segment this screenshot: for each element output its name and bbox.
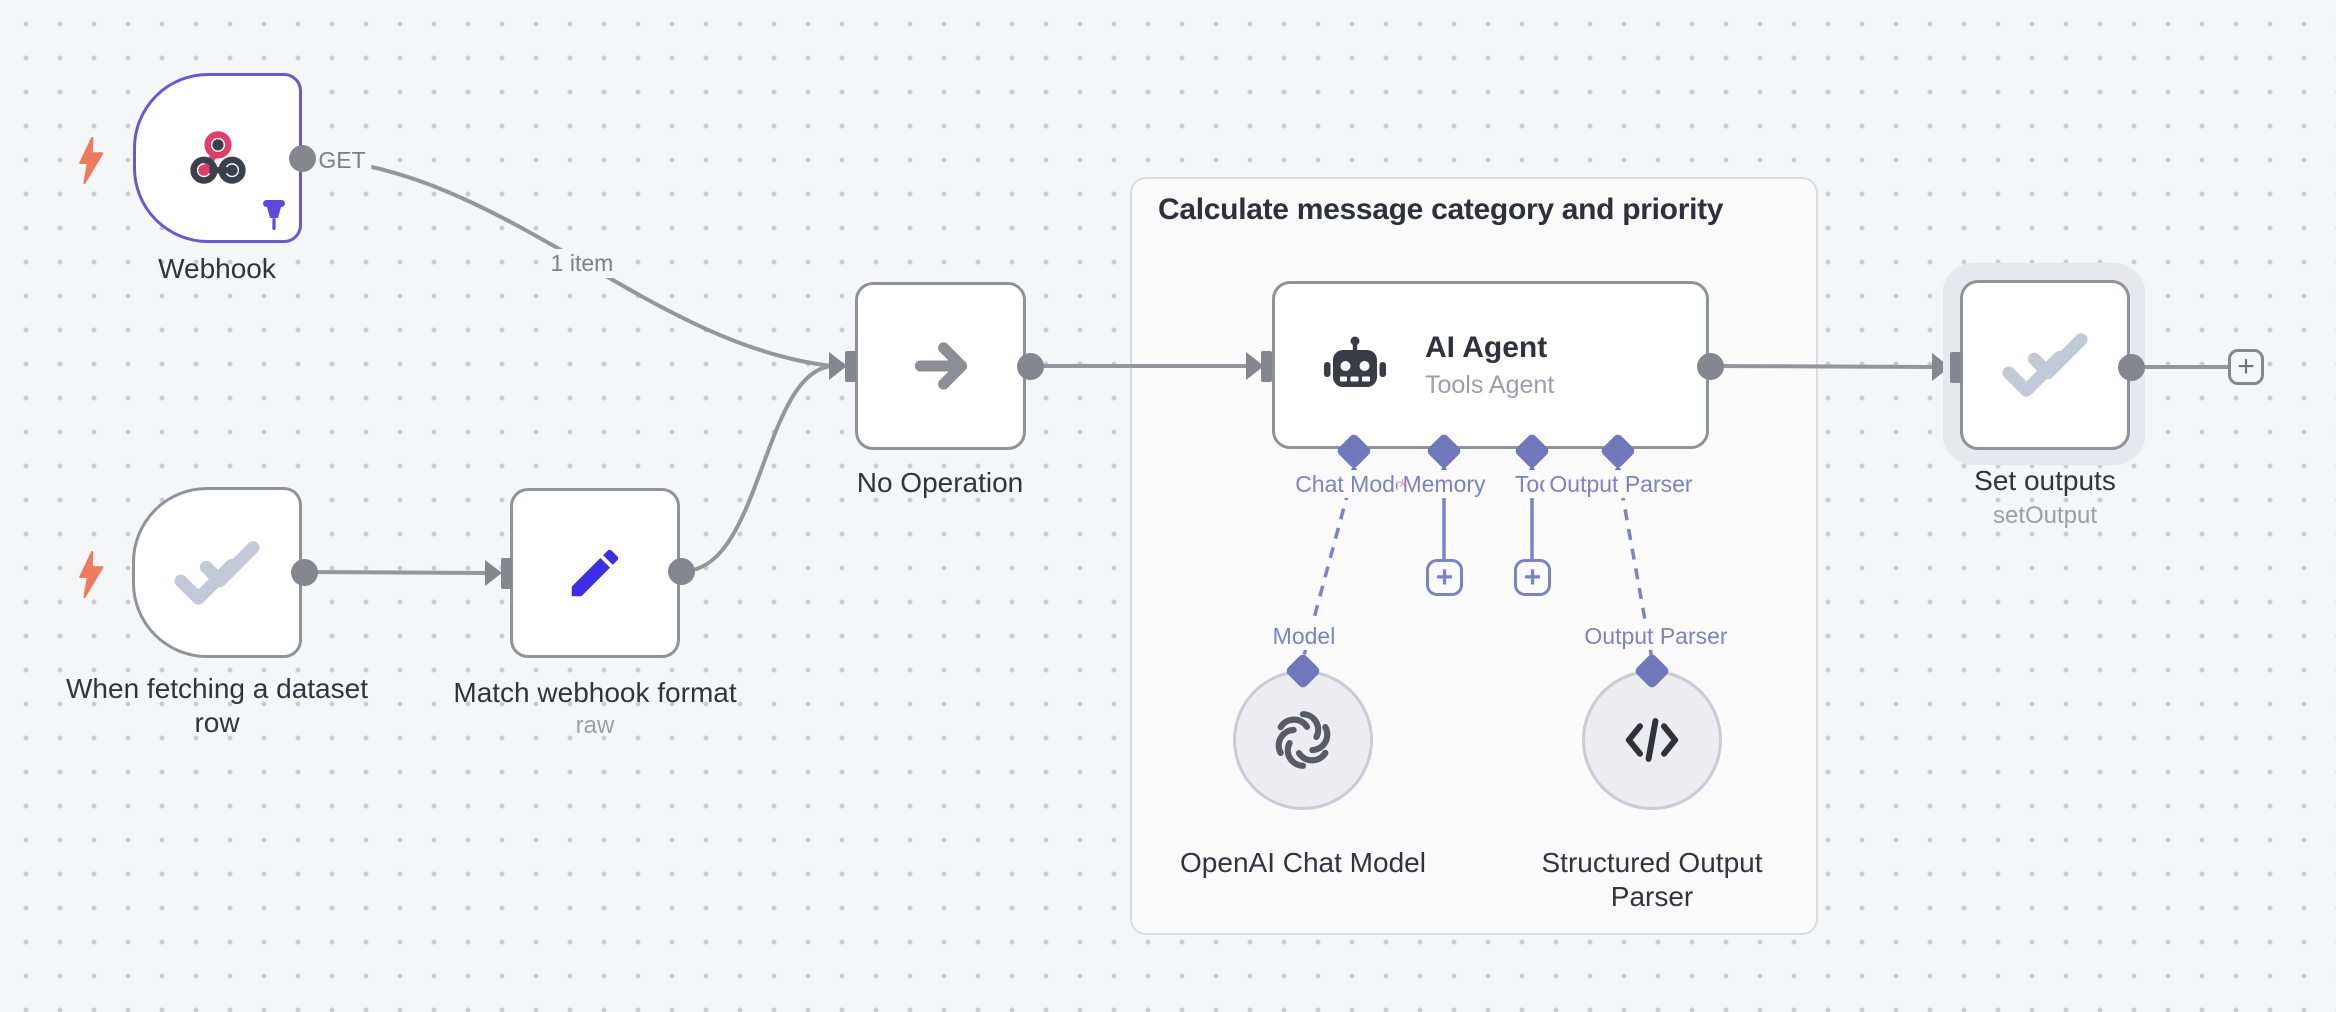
node-label-no-operation: No Operation bbox=[856, 467, 1024, 498]
arrowhead-match-input bbox=[485, 560, 502, 586]
required-marker: * bbox=[1398, 474, 1407, 500]
match-format-output-port[interactable] bbox=[668, 558, 695, 585]
webhook-method-label: GET bbox=[312, 146, 372, 175]
bolt-icon bbox=[79, 551, 104, 598]
code-icon bbox=[1625, 718, 1679, 762]
set-outputs-input-port[interactable] bbox=[1950, 352, 1961, 383]
node-label-openai: OpenAI Chat Model bbox=[1180, 847, 1426, 878]
add-node-button[interactable]: + bbox=[2228, 349, 2264, 385]
connection-dataset-match bbox=[303, 570, 486, 575]
ai-agent-output-port[interactable] bbox=[1697, 353, 1724, 380]
arrow-right-icon bbox=[914, 342, 967, 390]
add-tool-button[interactable]: + bbox=[1514, 559, 1551, 596]
group-frame-title[interactable]: Calculate message category and priority bbox=[1158, 193, 1724, 226]
node-no-operation[interactable] bbox=[855, 282, 1026, 450]
item-count-label: 1 item bbox=[544, 249, 620, 278]
node-label-match-format: Match webhook format bbox=[453, 677, 737, 708]
node-label-structured-parser: Structured Output Parser bbox=[1541, 847, 1763, 912]
port-label-output-parser: Output Parser bbox=[1544, 470, 1698, 498]
node-openai-chat-model[interactable] bbox=[1233, 670, 1373, 810]
robot-icon bbox=[1324, 336, 1386, 387]
no-operation-output-port[interactable] bbox=[1017, 353, 1044, 380]
node-sublabel-set-outputs: setOutput bbox=[1992, 502, 2098, 529]
double-check-icon bbox=[2002, 333, 2088, 397]
webhook-icon bbox=[189, 131, 246, 184]
node-dataset-trigger[interactable] bbox=[132, 487, 302, 658]
ai-agent-title: AI Agent bbox=[1425, 331, 1548, 364]
double-check-icon bbox=[174, 540, 260, 605]
no-operation-input-port[interactable] bbox=[845, 351, 856, 382]
node-set-outputs[interactable] bbox=[1960, 280, 2130, 450]
subnode-port-label-model: Model bbox=[1267, 622, 1341, 650]
ai-agent-input-port[interactable] bbox=[1261, 351, 1272, 382]
node-structured-output-parser[interactable] bbox=[1582, 670, 1722, 810]
node-match-format[interactable] bbox=[510, 488, 680, 658]
port-label-memory: Memory bbox=[1397, 470, 1491, 498]
webhook-output-port[interactable] bbox=[289, 145, 316, 172]
pencil-icon bbox=[571, 549, 619, 597]
node-ai-agent[interactable]: AI Agent Tools Agent bbox=[1272, 281, 1709, 449]
subnode-port-label-output-parser: Output Parser bbox=[1579, 622, 1733, 650]
openai-icon bbox=[1275, 711, 1331, 769]
node-webhook[interactable] bbox=[133, 73, 302, 243]
dataset-trigger-output-port[interactable] bbox=[291, 559, 318, 586]
add-memory-button[interactable]: + bbox=[1426, 559, 1463, 596]
match-format-input-port[interactable] bbox=[501, 558, 512, 589]
set-outputs-output-port[interactable] bbox=[2118, 354, 2145, 381]
ai-agent-subtitle: Tools Agent bbox=[1425, 371, 1555, 399]
node-sublabel-match-format: raw bbox=[575, 712, 615, 739]
bolt-icon bbox=[79, 137, 104, 184]
node-label-set-outputs: Set outputs bbox=[1974, 465, 2116, 496]
node-label-webhook: Webhook bbox=[158, 253, 276, 284]
ai-agent-content: AI Agent Tools Agent bbox=[1425, 284, 1554, 446]
pin-icon bbox=[263, 200, 285, 230]
node-label-dataset-trigger: When fetching a dataset row bbox=[66, 673, 368, 738]
